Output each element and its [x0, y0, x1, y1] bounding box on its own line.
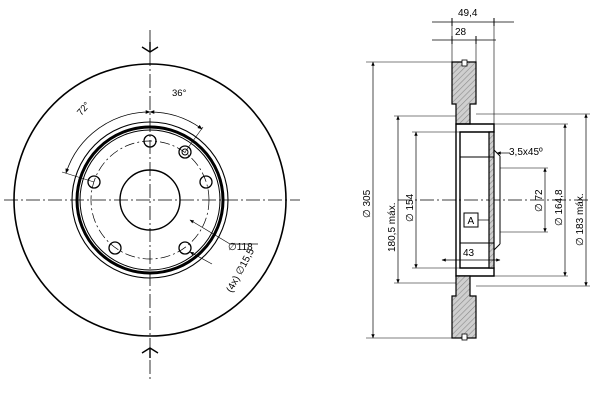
dim-183-label: ∅ 183 máx.: [575, 193, 586, 246]
section-marker-bottom: [141, 347, 159, 358]
bolt-hole-5: [87, 175, 101, 189]
chamfer-bottom: [493, 243, 501, 251]
dim-305-label: ∅ 305: [362, 189, 373, 218]
friction-ring-top-section: [451, 61, 477, 125]
disc-outer-circle: [13, 63, 287, 337]
dim-164-label: ∅ 164,8: [554, 189, 565, 226]
chamfer-label: 3,5x45º: [509, 147, 543, 158]
dia-118-label: ∅118: [228, 242, 253, 253]
holes-spec-label: (4x) ∅15,5: [225, 246, 258, 294]
locating-hole-inner: [181, 148, 189, 156]
front-view: 72° 36° ∅118 (4x) ∅15,5: [4, 30, 300, 380]
dim-28-label: 28: [455, 27, 467, 38]
angle-72-extension: [61, 171, 95, 183]
angle-36-arc: [149, 110, 203, 130]
bolt-hole-4: [108, 241, 122, 255]
angle-36-extension: [184, 126, 204, 153]
angle-72-arc: [65, 110, 151, 174]
dim-43-label: 43: [463, 248, 475, 259]
section-marker-top: [141, 42, 159, 53]
locating-hole-outer: [178, 145, 192, 159]
angle-72-label: 72°: [75, 100, 93, 118]
datum-a-label: A: [468, 216, 475, 227]
dim-180-label: 180,5 máx.: [387, 203, 398, 252]
side-view: 49,4 28 ∅ 305 180,5 máx. ∅ 154 3,5x45º ∅…: [362, 8, 590, 341]
angle-36-label: 36°: [172, 88, 187, 99]
bolt-hole-3: [178, 241, 192, 255]
dia-118-leader: [189, 219, 231, 245]
bolt-hole-2: [199, 175, 213, 189]
hat-face-section: [488, 131, 495, 269]
vent-bottom: [461, 333, 468, 341]
friction-ring-bottom-section: [451, 275, 477, 339]
vent-top: [461, 59, 468, 67]
dim-49-4-label: 49,4: [458, 8, 478, 19]
dim-72-label: ∅ 72: [534, 189, 545, 212]
holes-spec-leader: [189, 251, 213, 265]
dim-154-label: ∅ 154: [405, 193, 416, 222]
